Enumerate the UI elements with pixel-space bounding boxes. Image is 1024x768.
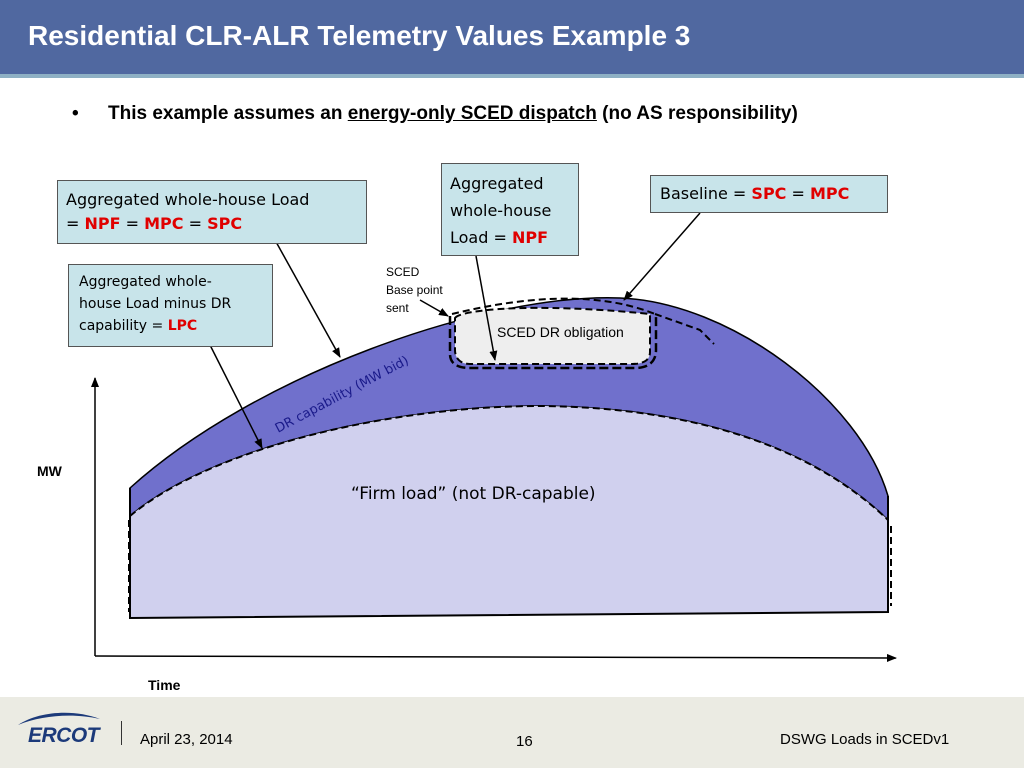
mpc-value: MPC [144,214,184,233]
callout-npf-line1: Aggregated [450,174,544,193]
footer-date: April 23, 2014 [140,731,233,748]
ercot-logo: ERCOT [28,724,100,747]
sced-base-point-label-2: Base point [386,283,443,297]
sced-obligation-label: SCED DR obligation [497,324,624,340]
callout-load-npf: Aggregated whole-house Load = NPF [441,163,579,256]
callout-load-line2: = NPF = MPC = SPC [66,212,366,236]
firm-load-region [130,405,888,618]
callout-lpc-prefix: capability = [79,318,168,334]
callout-load-minus-dr: Aggregated whole- house Load minus DR ca… [68,264,273,347]
sced-obligation-outline [448,314,658,370]
document-name: DSWG Loads in SCEDv1 [780,731,950,748]
callout-npf-line2: whole-house [450,201,552,220]
callout-load-eq1: = [120,214,145,233]
arrow-to-load-curve [274,239,341,358]
arrow-to-baseline [623,212,701,301]
lpc-value: LPC [167,318,198,334]
callout-npf-line3: Load = NPF [450,224,578,251]
baseline-mpc-value: MPC [810,184,850,203]
npf-value-2: NPF [511,228,549,247]
callout-lpc-line3: capability = LPC [79,315,272,337]
baseline-dashed-curve [451,297,656,315]
baseline-label: Baseline = [660,184,752,203]
sced-base-point-label-1: SCED [386,265,420,279]
callout-baseline: Baseline = SPC = MPC [650,175,888,213]
callout-load-eq2: = [183,214,208,233]
callout-lpc-line1: Aggregated whole- [79,274,212,290]
title-bar [0,0,1024,74]
sced-base-point-label-3: sent [386,301,409,315]
ercot-logo-swoosh-icon [18,712,100,725]
baseline-dashed-curve-right [654,313,715,345]
arrow-to-dr-band [209,344,263,449]
baseline-eq: = [786,184,810,203]
callout-npf-prefix: Load = [450,228,512,247]
page-number: 16 [516,733,533,750]
x-axis-label: Time [148,677,181,693]
bullet-point: • This example assumes an energy-only SCE… [72,103,798,125]
y-axis-label: MW [37,463,63,479]
arrow-to-obligation [475,255,498,361]
bullet-symbol: • [72,103,79,124]
footer-separator [121,721,122,745]
footer-bar [0,697,1024,768]
arrow-base-point [419,299,449,317]
npf-value: NPF [84,214,121,233]
callout-lpc-line2: house Load minus DR [79,296,232,312]
bullet-suffix: (no AS responsibility) [596,103,798,124]
firm-load-label: “Firm load” (not DR-capable) [351,484,596,504]
callout-load-line1: Aggregated whole-house Load [66,190,310,209]
firm-load-dashed-boundary [129,404,889,521]
sced-obligation-notch [454,306,651,365]
spc-value: SPC [207,214,243,233]
bullet-prefix: This example assumes an [108,103,348,124]
baseline-spc-value: SPC [751,184,787,203]
slide-title: Residential CLR-ALR Telemetry Values Exa… [28,20,691,51]
title-divider [0,74,1024,78]
bullet-underlined: energy-only SCED dispatch [347,103,597,124]
callout-load-npf-mpc-spc: Aggregated whole-house Load = NPF = MPC … [57,180,367,244]
x-axis [94,653,897,662]
callout-load-eq-prefix: = [66,214,85,233]
